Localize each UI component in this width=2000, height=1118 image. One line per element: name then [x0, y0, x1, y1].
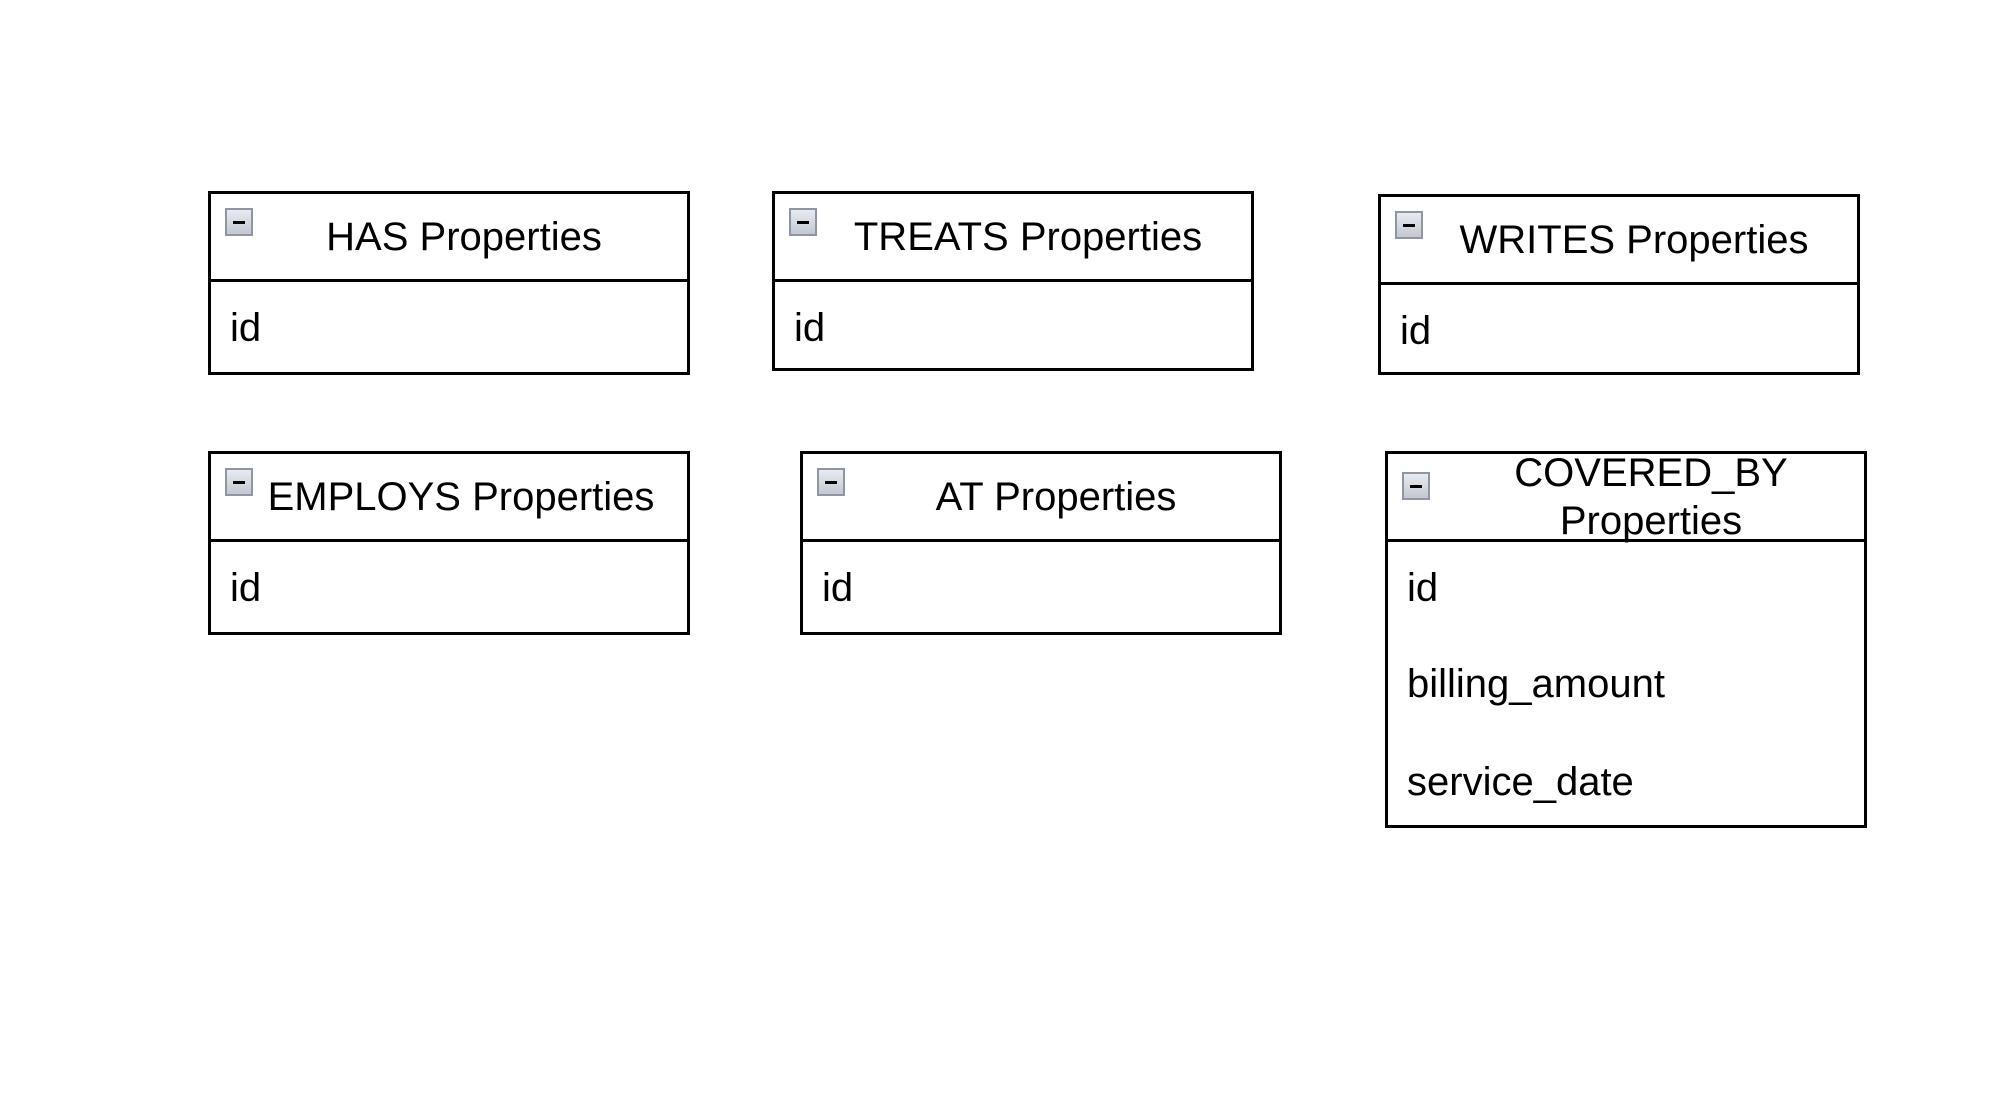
entity-title: TREATS Properties — [853, 214, 1203, 259]
entity-body: id — [211, 282, 687, 380]
property-item[interactable]: id — [230, 566, 262, 610]
treats-properties-box[interactable]: TREATS Properties id — [772, 191, 1254, 371]
entity-header: TREATS Properties — [775, 194, 1251, 282]
entity-body: id — [803, 542, 1279, 640]
writes-properties-box[interactable]: WRITES Properties id — [1378, 194, 1860, 375]
property-item[interactable]: billing_amount — [1407, 662, 1665, 706]
property-item[interactable]: id — [822, 566, 854, 610]
employs-properties-box[interactable]: EMPLOYS Properties id — [208, 451, 690, 635]
entity-body: id — [211, 542, 687, 640]
property-item[interactable]: id — [230, 306, 262, 350]
entity-title: HAS Properties — [326, 214, 602, 259]
entity-title: COVERED_BY Properties — [1514, 450, 1788, 543]
at-properties-box[interactable]: AT Properties id — [800, 451, 1282, 635]
collapse-icon[interactable] — [225, 468, 253, 496]
property-item[interactable]: id — [1400, 309, 1432, 353]
entity-header: AT Properties — [803, 454, 1279, 542]
covered-by-properties-box[interactable]: COVERED_BY Properties id billing_amount … — [1385, 451, 1867, 828]
collapse-icon[interactable] — [1402, 472, 1430, 500]
entity-title: AT Properties — [935, 474, 1177, 519]
entity-header: EMPLOYS Properties — [211, 454, 687, 542]
collapse-icon[interactable] — [789, 208, 817, 236]
entity-title: WRITES Properties — [1459, 217, 1809, 262]
collapse-icon[interactable] — [1395, 211, 1423, 239]
entity-header: WRITES Properties — [1381, 197, 1857, 285]
entity-title: EMPLOYS Properties — [267, 474, 655, 519]
entity-body: id — [1381, 285, 1857, 383]
property-item[interactable]: id — [1407, 566, 1439, 610]
entity-header: HAS Properties — [211, 194, 687, 282]
entity-body: id — [775, 282, 1251, 380]
entity-header: COVERED_BY Properties — [1388, 450, 1864, 543]
has-properties-box[interactable]: HAS Properties id — [208, 191, 690, 375]
property-item[interactable]: service_date — [1407, 760, 1634, 804]
collapse-icon[interactable] — [225, 208, 253, 236]
entity-body: id billing_amount service_date — [1388, 542, 1864, 834]
property-item[interactable]: id — [794, 306, 826, 350]
collapse-icon[interactable] — [817, 468, 845, 496]
